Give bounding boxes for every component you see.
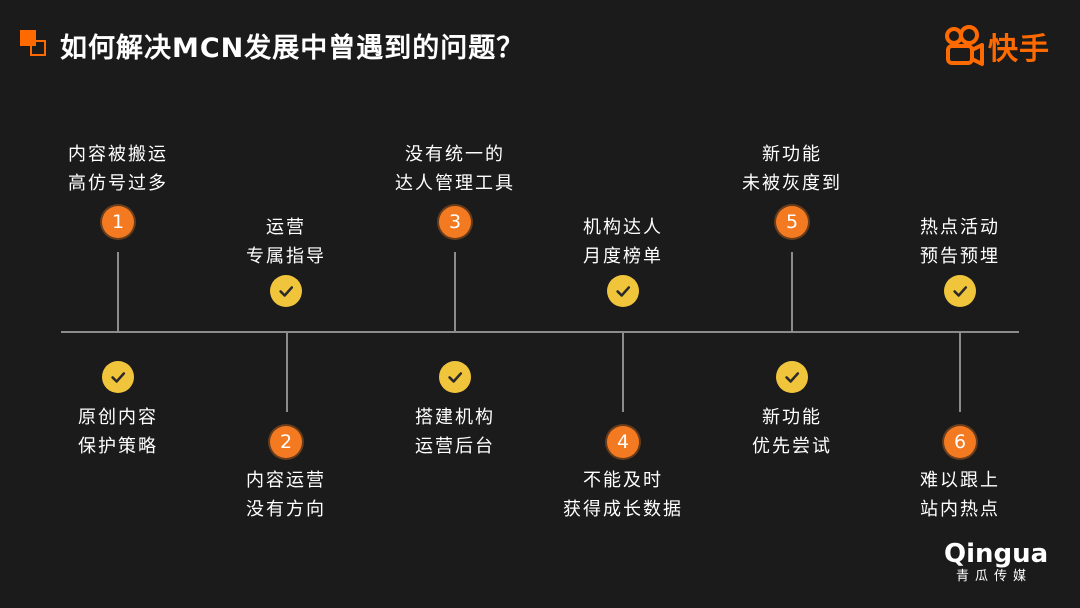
problem-label-2: 内容运营没有方向 xyxy=(246,470,326,520)
solution-label-3: 搭建机构运营后台 xyxy=(415,407,495,457)
brand-logo: 快手 xyxy=(942,24,1050,68)
solution-check-6 xyxy=(944,275,976,307)
solution-check-4 xyxy=(607,275,639,307)
problem-label-5: 新功能未被灰度到 xyxy=(742,144,842,194)
problem-number-2: 2 xyxy=(270,426,302,458)
problem-number-6: 6 xyxy=(944,426,976,458)
problem-label-3: 没有统一的达人管理工具 xyxy=(395,144,515,194)
timeline-axis xyxy=(61,331,1019,333)
solution-check-2 xyxy=(270,275,302,307)
kuaishou-logo-icon xyxy=(945,25,984,66)
problem-label-4: 不能及时获得成长数据 xyxy=(563,470,683,520)
solution-check-1 xyxy=(102,361,134,393)
stem-3 xyxy=(454,252,456,332)
problem-label-6: 难以跟上站内热点 xyxy=(920,470,1000,520)
problem-label-1: 内容被搬运高仿号过多 xyxy=(68,144,168,194)
page-title: 如何解决MCN发展中曾遇到的问题？ xyxy=(60,33,525,64)
solution-check-3 xyxy=(439,361,471,393)
solution-label-1: 原创内容保护策略 xyxy=(78,407,158,457)
check-icon xyxy=(953,286,968,297)
qingua-logo-word: Qingua xyxy=(944,539,1049,569)
check-icon xyxy=(279,286,294,297)
stem-2 xyxy=(286,332,288,412)
check-icon xyxy=(111,372,126,383)
solution-check-5 xyxy=(776,361,808,393)
title-accent-icon xyxy=(20,30,48,58)
solution-label-4: 机构达人月度榜单 xyxy=(583,217,663,267)
problem-number-4: 4 xyxy=(607,426,639,458)
stem-6 xyxy=(959,332,961,412)
stem-1 xyxy=(117,252,119,332)
stem-4 xyxy=(622,332,624,412)
brand-name: 快手 xyxy=(988,32,1050,67)
solution-label-5: 新功能优先尝试 xyxy=(752,407,832,457)
check-icon xyxy=(616,286,631,297)
qingua-logo-sub: 青瓜传媒 xyxy=(955,569,1032,584)
solution-label-2: 运营专属指导 xyxy=(246,217,326,267)
stem-5 xyxy=(791,252,793,332)
problem-number-1: 1 xyxy=(102,206,134,238)
check-icon xyxy=(448,372,463,383)
problem-number-5: 5 xyxy=(776,206,808,238)
check-icon xyxy=(785,372,800,383)
solution-label-6: 热点活动预告预埋 xyxy=(920,217,1000,267)
qingua-logo: Qingua 青瓜传媒 xyxy=(944,539,1049,586)
problem-number-3: 3 xyxy=(439,206,471,238)
